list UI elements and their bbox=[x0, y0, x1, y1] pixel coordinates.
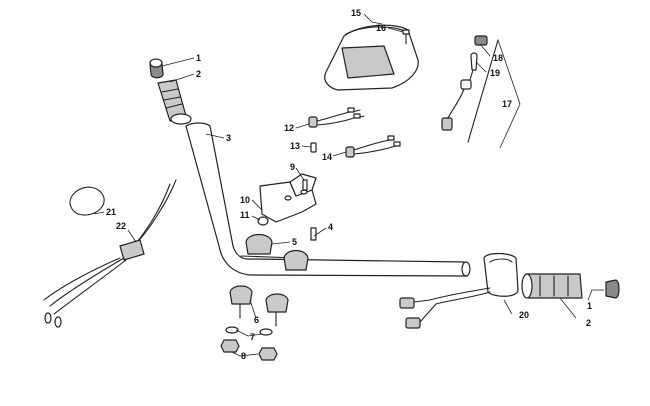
callout-17: 17 bbox=[502, 99, 512, 109]
callout-6: 6 bbox=[254, 315, 259, 325]
callout-15: 15 bbox=[351, 8, 361, 18]
callout-4: 4 bbox=[328, 222, 333, 232]
callout-10: 10 bbox=[240, 195, 250, 205]
callout-11: 11 bbox=[240, 210, 250, 220]
left-end-cap bbox=[149, 58, 164, 79]
callout-3: 3 bbox=[226, 133, 231, 143]
callout-14: 14 bbox=[322, 152, 332, 162]
right-grip bbox=[521, 273, 583, 299]
callout-16: 16 bbox=[376, 23, 386, 33]
switch-housing bbox=[399, 252, 519, 329]
callout-numbers: 1 2 3 4 5 6 7 8 9 10 11 12 13 14 15 16 1… bbox=[106, 8, 592, 361]
upper-clamps bbox=[245, 227, 317, 271]
handlebar bbox=[185, 122, 471, 277]
callout-1-right: 1 bbox=[587, 301, 592, 311]
callout-19: 19 bbox=[490, 68, 500, 78]
indicator-harness bbox=[308, 107, 401, 158]
instrument-cover bbox=[324, 24, 419, 91]
callout-8: 8 bbox=[241, 351, 246, 361]
callout-2-left: 2 bbox=[196, 69, 201, 79]
callout-22: 22 bbox=[116, 221, 126, 231]
callout-21: 21 bbox=[106, 207, 116, 217]
callout-2-right: 2 bbox=[586, 318, 591, 328]
lower-clamps bbox=[220, 285, 289, 361]
callout-18: 18 bbox=[493, 53, 503, 63]
callout-5: 5 bbox=[292, 237, 297, 247]
callout-13: 13 bbox=[290, 141, 300, 151]
callout-20: 20 bbox=[519, 310, 529, 320]
left-grip bbox=[157, 79, 192, 125]
leader-lines bbox=[93, 13, 604, 357]
callout-7: 7 bbox=[250, 332, 255, 342]
cable-clip bbox=[69, 186, 105, 216]
callout-9: 9 bbox=[290, 162, 295, 172]
right-end-cap bbox=[605, 279, 620, 299]
callout-1-left: 1 bbox=[196, 53, 201, 63]
throttle-cable bbox=[43, 179, 177, 328]
switch-harness bbox=[441, 35, 499, 143]
callout-12: 12 bbox=[284, 123, 294, 133]
mount-bracket bbox=[257, 173, 317, 226]
